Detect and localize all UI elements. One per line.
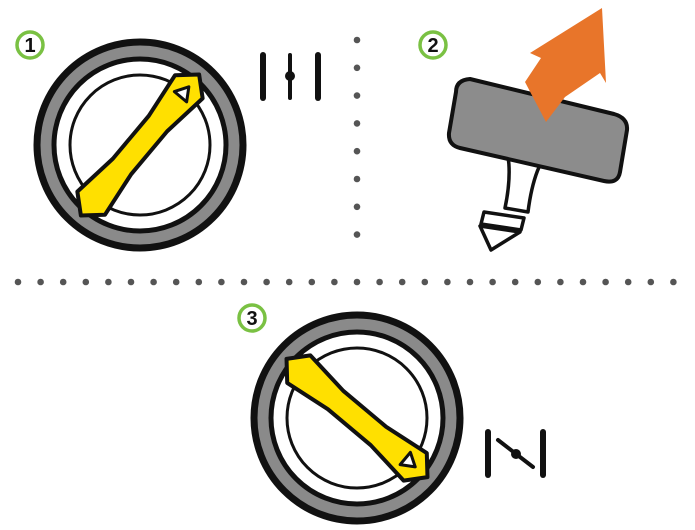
filter-cartridge-icon — [446, 77, 630, 252]
divider-dot — [579, 278, 587, 286]
filter-plate — [446, 77, 630, 184]
step-2-badge-ring — [418, 30, 448, 60]
divider-vertical — [353, 36, 361, 238]
step-3-knob — [250, 311, 464, 525]
divider-dot — [398, 278, 406, 286]
step-1-panel: 1 — [15, 30, 321, 252]
divider-dot — [150, 278, 157, 286]
divider-dot — [511, 278, 519, 286]
divider-dot — [240, 278, 248, 286]
step-1-badge-ring — [15, 30, 45, 60]
divider-dot — [14, 278, 22, 286]
step-1-number: 1 — [24, 35, 35, 57]
divider-dot — [195, 278, 203, 286]
divider-dot — [59, 278, 67, 286]
step-1-knob-lever — [75, 72, 205, 218]
divider-dot — [82, 278, 90, 286]
divider-dot — [285, 278, 293, 286]
divider-dot — [218, 278, 225, 286]
step-1-knob — [33, 38, 247, 252]
step-2-number: 2 — [427, 35, 438, 57]
divider-horizontal — [14, 278, 677, 286]
divider-dot — [353, 147, 361, 155]
divider-dot — [331, 278, 338, 286]
divider-dot — [421, 278, 429, 286]
divider-dot — [353, 175, 361, 183]
divider-dot — [353, 120, 361, 127]
divider-dot — [353, 92, 361, 99]
divider-dot — [534, 278, 542, 286]
filter-collar — [479, 210, 526, 232]
step-2-badge: 2 — [418, 30, 448, 60]
divider-dot — [647, 278, 655, 286]
step-3-badge: 3 — [237, 303, 267, 333]
divider-dot — [466, 278, 474, 286]
divider-dot — [105, 278, 112, 286]
divider-dot — [353, 231, 361, 238]
step-3-knob-lever — [284, 353, 430, 483]
divider-dot — [263, 278, 270, 286]
divider-dot — [670, 278, 677, 286]
divider-dot — [353, 203, 361, 211]
divider-dot — [308, 278, 316, 286]
step-3-number: 3 — [246, 308, 257, 330]
divider-dot — [489, 278, 496, 286]
divider-dot — [127, 278, 135, 286]
divider-dot — [557, 278, 564, 286]
closed-valve-icon — [260, 52, 321, 101]
pull-up-arrow-icon — [525, 8, 606, 122]
step-1-lever-pointer-icon — [172, 85, 191, 104]
divider-dot — [172, 278, 180, 286]
divider-dot — [353, 64, 361, 72]
divider-dot — [376, 278, 383, 286]
divider-dot — [624, 278, 632, 286]
step-3-panel: 3 — [237, 303, 546, 525]
step-2-panel: 2 — [418, 8, 630, 252]
step-1-badge: 1 — [15, 30, 45, 60]
open-valve-icon — [485, 429, 546, 478]
filter-tip — [478, 224, 522, 252]
divider-dot — [602, 278, 609, 286]
divider-dot — [444, 278, 451, 286]
step-3-badge-ring — [237, 303, 267, 333]
step-3-lever-pointer-icon — [398, 450, 417, 469]
divider-dot — [37, 278, 44, 286]
divider-dot — [353, 278, 361, 286]
divider-dot — [353, 36, 361, 44]
